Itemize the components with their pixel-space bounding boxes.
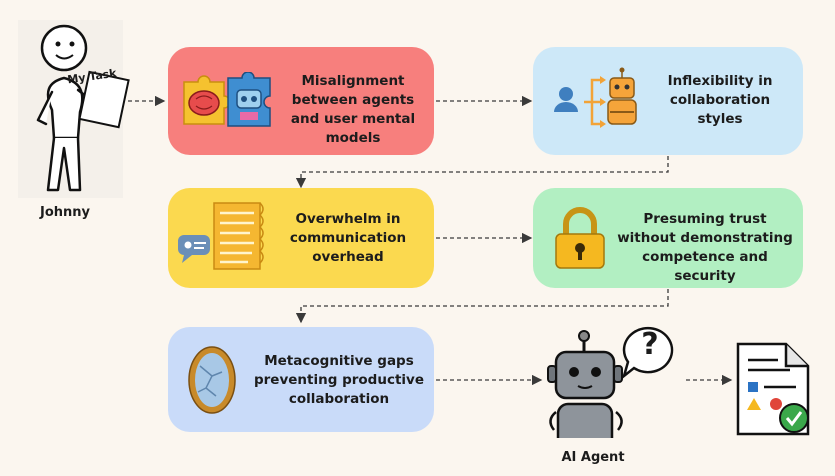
- ai-agent-label: AI Agent: [561, 450, 625, 465]
- trust-label: Presuming trust without demonstrating co…: [617, 211, 793, 284]
- johnny-stick-figure-icon: [18, 20, 130, 198]
- question-mark-text: ?: [641, 327, 659, 362]
- cracked-mirror-icon: [188, 346, 236, 414]
- overwhelm-box: [168, 188, 434, 288]
- inflexibility-label: Inflexibility in collaboration styles: [667, 73, 773, 127]
- overwhelm-label: Overwhelm in communication overhead: [289, 211, 407, 265]
- arrow-trust-to-metacognitive: [295, 289, 669, 324]
- brain-robot-puzzle-icon: [183, 72, 271, 127]
- completed-document-icon: [736, 342, 810, 436]
- long-message-scroll-icon: [178, 202, 264, 270]
- person-branching-to-robot-icon: [554, 67, 637, 128]
- ai-agent-robot-icon: [547, 326, 674, 438]
- arrow-inflexibility-to-overwhelm: [295, 156, 669, 189]
- metacognitive-label: Metacognitive gaps preventing productive…: [253, 353, 424, 407]
- inflexibility-box: [533, 47, 803, 155]
- johnny-label: Johnny: [39, 205, 90, 220]
- padlock-icon: [555, 207, 605, 269]
- misalignment-label: Misalignment between agents and user men…: [290, 73, 416, 146]
